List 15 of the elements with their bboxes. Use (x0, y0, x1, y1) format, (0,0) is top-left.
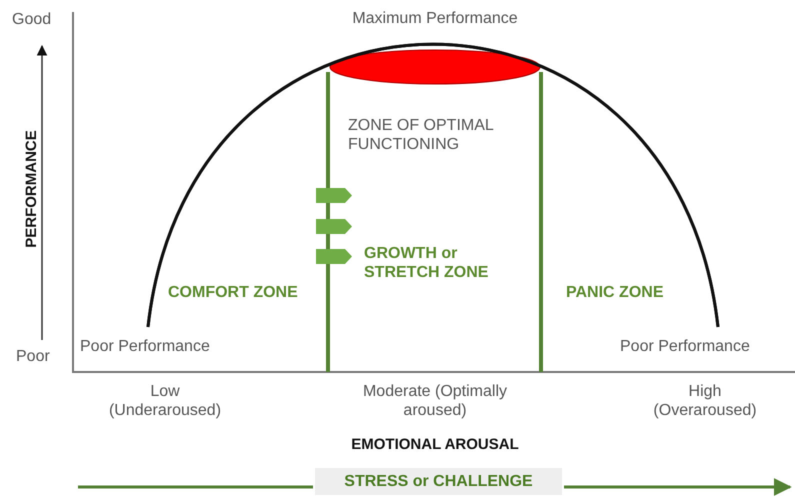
curve-end-label: Poor Performance (620, 337, 751, 356)
axis-title: PERFORMANCE (23, 129, 41, 250)
axis-tick-label: Moderate (Optimally aroused) (362, 382, 508, 420)
zone-label: GROWTH or STRETCH ZONE (364, 244, 490, 282)
peak-label: Maximum Performance (352, 9, 518, 28)
axis-tick-label: Poor (16, 347, 51, 366)
curve-end-label: Poor Performance (80, 337, 211, 356)
axis-tick-label: Low (Underaroused) (108, 382, 222, 420)
zone-label: COMFORT ZONE (168, 283, 299, 302)
axis-tick-label: Good (12, 10, 52, 30)
axis-title: EMOTIONAL AROUSAL (350, 436, 520, 454)
zone-label: PANIC ZONE (566, 283, 664, 302)
stress-label: STRESS or CHALLENGE (315, 468, 562, 496)
axis-tick-label: High (Overaroused) (652, 382, 758, 420)
zone-label: ZONE OF OPTIMAL FUNCTIONING (348, 116, 494, 154)
